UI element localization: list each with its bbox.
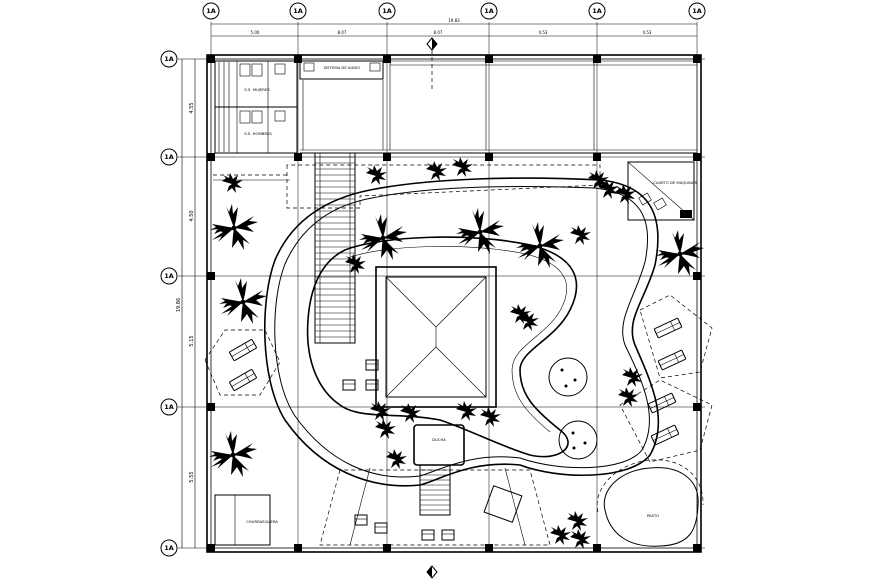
shrub-icon	[456, 401, 477, 421]
axis-label: 1A	[293, 7, 303, 15]
dim-left-2: 4.50	[189, 210, 195, 221]
terrace-chairs	[342, 359, 455, 541]
axis-label: 1A	[164, 272, 174, 280]
top-dimension-lines	[211, 23, 697, 37]
label-restroom-men: S.S. MUJERES	[244, 87, 270, 92]
shrub-icon	[370, 401, 391, 421]
axis-label: 1A	[164, 55, 174, 63]
palm-tree-icon	[209, 431, 257, 477]
axis-bubbles-left: 1A 1A 1A 1A 1A	[160, 50, 178, 557]
axis-label: 1A	[206, 7, 216, 15]
shrub-icon	[375, 419, 396, 439]
columns	[207, 55, 701, 552]
shrub-icon	[567, 511, 588, 531]
dim-left-1: 4.55	[189, 102, 195, 113]
label-grass: PASTO	[647, 513, 659, 518]
shrubs	[345, 161, 643, 549]
shrub-icon	[570, 225, 591, 245]
loungers-left	[228, 338, 258, 392]
axis-bubbles-top: 1A 1A 1A 1A 1A 1A	[202, 2, 706, 20]
axis-label: 1A	[164, 153, 174, 161]
shrub-icon	[615, 184, 636, 204]
machine-room	[627, 161, 695, 221]
shrub-icon	[570, 529, 591, 549]
umbrella-zone-left	[204, 329, 281, 396]
dim-left-3: 5.15	[189, 335, 195, 346]
label-shower: DUCHA	[432, 437, 446, 442]
gazebo-roof	[375, 266, 497, 408]
shrub-icon	[366, 165, 387, 185]
loungers-right	[647, 317, 687, 446]
left-dimension-lines	[181, 59, 196, 548]
palm-tree-icon	[359, 214, 407, 260]
dim-left-total: 19.86	[176, 298, 182, 312]
palm-tree-icon	[516, 222, 564, 268]
label-audio-system: SISTEMA DE AUDIO	[324, 65, 361, 70]
bridge-treads	[315, 156, 355, 338]
north-arrow-icon	[426, 565, 438, 579]
dim-top-3: 8.07	[434, 30, 443, 35]
bbq-area	[214, 494, 271, 546]
axis-label: 1A	[484, 7, 494, 15]
site-boundary	[206, 54, 702, 553]
pool-island	[306, 236, 578, 458]
shrub-icon	[452, 157, 473, 177]
palm-tree-icon	[210, 204, 258, 250]
shrub-icon	[222, 173, 243, 193]
palm-tree-icon	[219, 278, 267, 324]
dim-left-4: 5.55	[189, 471, 195, 482]
restroom-block	[214, 60, 298, 154]
shrub-icon	[386, 449, 407, 469]
audio-room	[299, 60, 384, 80]
axis-label: 1A	[164, 544, 174, 552]
pool-outer-edge	[263, 177, 660, 487]
shrub-icon	[426, 161, 447, 181]
axis-label: 1A	[692, 7, 702, 15]
shrub-icon	[400, 403, 421, 423]
label-restroom-women: S.S. HOMBRES	[244, 131, 272, 136]
axis-label: 1A	[164, 403, 174, 411]
grass-area	[596, 459, 704, 547]
label-machine-room: CUARTO DE MAQUINAS	[653, 180, 698, 185]
north-arrow-icon	[426, 37, 438, 90]
shrub-icon	[550, 525, 571, 545]
dim-top-2: 8.07	[338, 30, 347, 35]
dim-top-1: 5.00	[251, 30, 260, 35]
axis-label: 1A	[592, 7, 602, 15]
pool-inner-edge	[274, 186, 650, 478]
dim-top-5: 4.53	[643, 30, 652, 35]
axis-label: 1A	[382, 7, 392, 15]
umbrella-zone-right	[619, 294, 713, 463]
label-bbq: CHURRASQUERA	[246, 519, 278, 524]
shrub-icon	[480, 407, 501, 427]
round-planters	[548, 357, 598, 460]
bridge-stairs	[314, 152, 356, 344]
pergola	[300, 60, 697, 154]
bottom-terrace	[319, 467, 551, 546]
dim-top-total: 19.83	[448, 18, 460, 23]
dim-top-4: 4.53	[539, 30, 548, 35]
palm-tree-icon	[456, 208, 504, 254]
